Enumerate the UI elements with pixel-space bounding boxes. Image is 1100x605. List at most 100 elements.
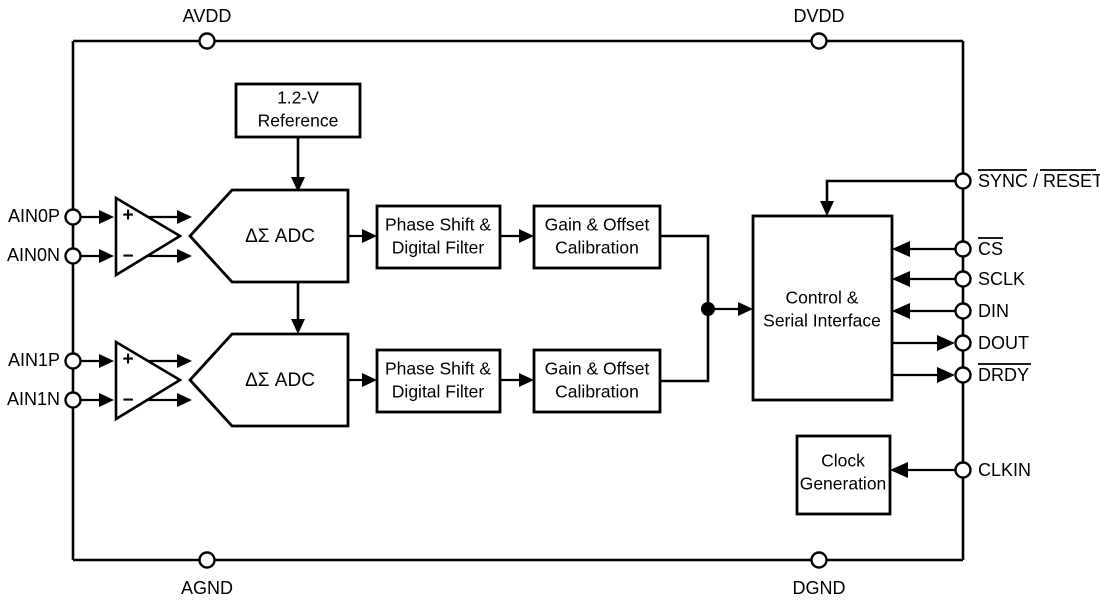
block-calib0: Gain & Offset Calibration bbox=[532, 204, 710, 309]
pin-dvdd[interactable]: DVDD bbox=[793, 6, 845, 50]
pin-sclk[interactable]: SCLK bbox=[892, 269, 1025, 289]
junction-to-control-arrow bbox=[738, 302, 753, 316]
pin-sync-reset[interactable]: SYNC / RESET bbox=[820, 169, 1100, 216]
pin-ain1n[interactable]: AIN1N bbox=[7, 389, 114, 409]
pin-din[interactable]: DIN bbox=[892, 301, 1009, 321]
clock-box bbox=[795, 434, 892, 516]
filter1-to-calib1-arrow bbox=[519, 373, 534, 387]
ain1n-pin-circle[interactable] bbox=[64, 391, 82, 409]
block-control-serial-interface: Control & Serial Interface bbox=[751, 214, 894, 402]
adc0-to-filter0-arrow bbox=[362, 229, 377, 243]
din-arrow bbox=[892, 303, 910, 319]
clock-label-line2: Generation bbox=[800, 474, 887, 494]
ain0p-arrow bbox=[99, 210, 114, 224]
amplifier1-out-top-arrow bbox=[177, 354, 192, 368]
sync-reset-wire bbox=[825, 179, 955, 204]
block-calib1: Gain & Offset Calibration bbox=[532, 309, 710, 414]
din-pin-circle[interactable] bbox=[954, 302, 972, 320]
amplifier0-out-top-arrow bbox=[177, 210, 192, 224]
calib0-label-line1: Gain & Offset bbox=[545, 215, 650, 235]
drdy-arrow bbox=[937, 367, 955, 383]
ain0n-pin-circle[interactable] bbox=[64, 247, 82, 265]
calib0-to-junction-wire bbox=[660, 234, 710, 309]
adc-cascade-arrow bbox=[291, 319, 305, 334]
amplifier-channel0: + − bbox=[114, 195, 192, 278]
filter0-to-calib0-arrow bbox=[519, 229, 534, 243]
sync-reset-pin-circle[interactable] bbox=[954, 172, 972, 190]
block-adc0: ΔΣ ADC bbox=[188, 188, 377, 284]
filter0-label-line2: Digital Filter bbox=[392, 238, 485, 258]
amplifier0-plus-sign: + bbox=[122, 205, 133, 226]
agnd-pin-circle[interactable] bbox=[198, 551, 216, 569]
pin-ain0p[interactable]: AIN0P bbox=[8, 206, 114, 226]
cs-pin-circle[interactable] bbox=[954, 240, 972, 258]
reference-box bbox=[234, 82, 362, 139]
filter1-label-line1: Phase Shift & bbox=[385, 359, 491, 379]
filter0-label-line1: Phase Shift & bbox=[385, 215, 491, 235]
pin-clkin[interactable]: CLKIN bbox=[890, 460, 1031, 480]
adc0-label: ΔΣ ADC bbox=[245, 226, 315, 247]
control-label-line2: Serial Interface bbox=[763, 311, 881, 331]
ain1n-label: AIN1N bbox=[7, 389, 60, 409]
avdd-pin-circle[interactable] bbox=[198, 32, 216, 50]
pin-cs[interactable]: CS bbox=[892, 237, 1003, 259]
block-reference: 1.2-V Reference bbox=[234, 82, 362, 192]
ain0n-arrow bbox=[99, 249, 114, 263]
pin-dgnd[interactable]: DGND bbox=[793, 551, 846, 598]
control-box bbox=[751, 214, 894, 402]
calib0-box bbox=[532, 204, 662, 270]
clkin-arrow bbox=[890, 462, 908, 478]
pin-agnd[interactable]: AGND bbox=[181, 551, 233, 598]
pin-ain0n[interactable]: AIN0N bbox=[7, 245, 114, 265]
dvdd-pin-circle[interactable] bbox=[810, 32, 828, 50]
adc0-to-adc1-link bbox=[291, 282, 305, 334]
ain0n-label: AIN0N bbox=[7, 245, 60, 265]
calibration-merge-junction bbox=[701, 302, 753, 316]
pin-drdy[interactable]: DRDY bbox=[892, 363, 1031, 385]
amplifier0-minus-sign: − bbox=[122, 246, 133, 267]
calib0-label-line2: Calibration bbox=[555, 238, 639, 258]
amplifier1-minus-sign: − bbox=[122, 390, 133, 411]
dgnd-pin-circle[interactable] bbox=[810, 551, 828, 569]
drdy-pin-circle[interactable] bbox=[954, 366, 972, 384]
dgnd-label: DGND bbox=[793, 578, 846, 598]
calib1-to-junction-wire bbox=[660, 309, 710, 383]
block-clock-generation: Clock Generation bbox=[795, 434, 892, 516]
dout-pin-circle[interactable] bbox=[954, 334, 972, 352]
control-label-line1: Control & bbox=[786, 288, 859, 308]
ain1p-label: AIN1P bbox=[8, 350, 60, 370]
pin-dout[interactable]: DOUT bbox=[892, 333, 1029, 353]
sync-reset-arrow bbox=[820, 201, 834, 216]
pin-ain1p[interactable]: AIN1P bbox=[8, 350, 114, 370]
drdy-label: DRDY bbox=[978, 365, 1029, 385]
clkin-pin-circle[interactable] bbox=[954, 461, 972, 479]
amplifier-channel1: + − bbox=[114, 339, 192, 422]
amplifier0-out-bot-arrow bbox=[177, 249, 192, 263]
block-filter0: Phase Shift & Digital Filter bbox=[375, 204, 534, 270]
sclk-arrow bbox=[892, 271, 910, 287]
sclk-pin-circle[interactable] bbox=[954, 270, 972, 288]
calib1-label-line1: Gain & Offset bbox=[545, 359, 650, 379]
cs-label: CS bbox=[978, 239, 1003, 259]
pin-avdd[interactable]: AVDD bbox=[183, 6, 232, 50]
ain0p-pin-circle[interactable] bbox=[64, 208, 82, 226]
filter1-label-line2: Digital Filter bbox=[392, 382, 485, 402]
dvdd-label: DVDD bbox=[793, 6, 844, 26]
amplifier1-out-bot-arrow bbox=[177, 393, 192, 407]
sync-reset-label: SYNC / RESET bbox=[978, 171, 1100, 191]
ain1p-arrow bbox=[99, 354, 114, 368]
ain1p-pin-circle[interactable] bbox=[64, 352, 82, 370]
clock-label-line1: Clock bbox=[821, 451, 865, 471]
adc1-shape bbox=[188, 332, 350, 428]
block-adc1: ΔΣ ADC bbox=[188, 332, 377, 428]
ain1n-arrow bbox=[99, 393, 114, 407]
adc1-label: ΔΣ ADC bbox=[245, 370, 315, 391]
agnd-label: AGND bbox=[181, 578, 233, 598]
filter1-box bbox=[375, 348, 502, 414]
filter0-box bbox=[375, 204, 502, 270]
cs-arrow bbox=[892, 241, 910, 257]
din-label: DIN bbox=[978, 301, 1009, 321]
ain0p-label: AIN0P bbox=[8, 206, 60, 226]
